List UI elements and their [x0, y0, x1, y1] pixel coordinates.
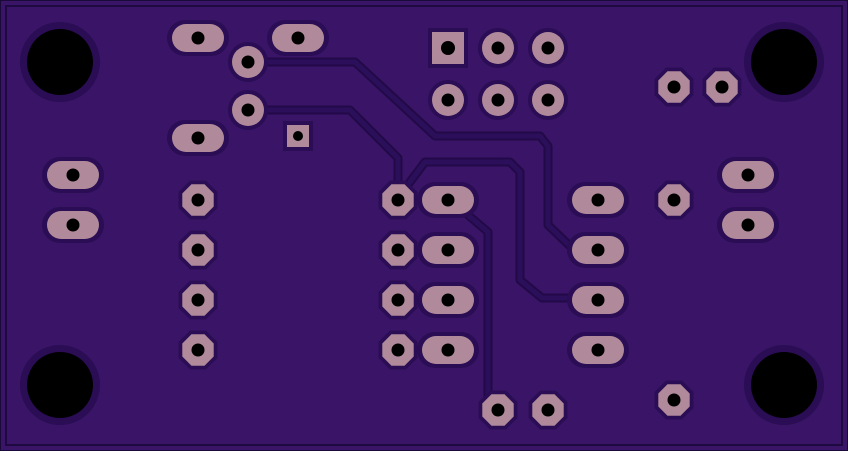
oval-pad [567, 332, 629, 368]
mounting-hole-icon [744, 22, 824, 102]
round-pad [528, 80, 568, 120]
oval-pad [42, 157, 104, 193]
copper-trace [245, 107, 401, 201]
oval-pad [167, 20, 229, 56]
octagon-pad [528, 390, 568, 430]
mounting-holes [20, 22, 824, 425]
octagon-pad [478, 390, 518, 430]
octagon-pad [178, 230, 218, 270]
pad-layer [42, 20, 779, 430]
round-pad [528, 28, 568, 68]
oval-pad [42, 207, 104, 243]
octagon-pad [378, 330, 418, 370]
mounting-hole-icon [744, 345, 824, 425]
octagon-pad [702, 67, 742, 107]
octagon-pad [378, 180, 418, 220]
mounting-hole-icon [20, 22, 100, 102]
round-pad [478, 28, 518, 68]
oval-pad [567, 232, 629, 268]
octagon-pad [654, 67, 694, 107]
octagon-pad [178, 330, 218, 370]
oval-pad [417, 182, 479, 218]
oval-pad [417, 332, 479, 368]
octagon-pad [654, 180, 694, 220]
board-outline [5, 5, 843, 446]
round-pad [428, 80, 468, 120]
copper-trace [395, 159, 601, 301]
oval-pad [717, 207, 779, 243]
octagon-pad [378, 230, 418, 270]
oval-pad [417, 282, 479, 318]
octagon-pad [654, 380, 694, 420]
octagon-pad [378, 280, 418, 320]
mounting-hole-icon [20, 345, 100, 425]
oval-pad [417, 232, 479, 268]
octagon-pad [178, 180, 218, 220]
oval-pad [267, 20, 329, 56]
oval-pad [167, 120, 229, 156]
round-pad [228, 42, 268, 82]
octagon-pad [178, 280, 218, 320]
round-pad [478, 80, 518, 120]
oval-pad [717, 157, 779, 193]
square-pad [283, 121, 313, 151]
oval-pad [567, 182, 629, 218]
square-pad [428, 28, 468, 68]
round-pad [228, 90, 268, 130]
oval-pad [567, 282, 629, 318]
